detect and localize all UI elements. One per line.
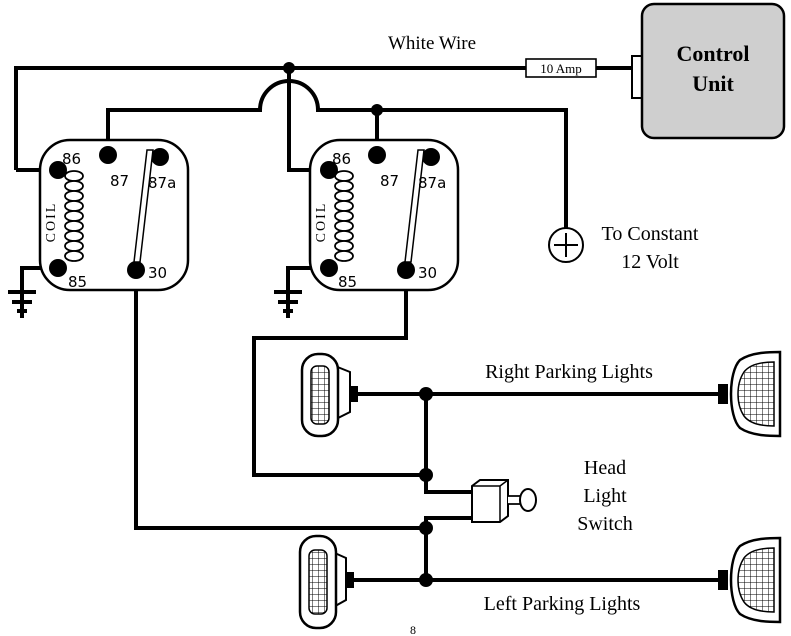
relay-right-armature — [404, 149, 425, 263]
left-relay-30-wire — [134, 270, 426, 530]
relay-left-pin85: 85 — [68, 273, 87, 291]
relay-right-pin30-terminal — [397, 261, 415, 279]
switch-label-3: Switch — [577, 513, 633, 535]
relay-left-pin30: 30 — [148, 264, 167, 282]
white-wire — [14, 66, 526, 170]
control-unit: Control Unit — [631, 2, 786, 140]
relay-87-feed — [106, 79, 568, 230]
control-unit-box — [640, 2, 786, 140]
control-unit-label-1: Control — [677, 41, 750, 66]
constant-12v-terminal: To Constant 12 Volt — [548, 223, 699, 273]
right-parking-lights-label: Right Parking Lights — [485, 361, 653, 383]
relay-right-coil-label: COIL — [314, 202, 329, 243]
right-rear-parking-light — [718, 350, 782, 438]
switch-label-2: Light — [583, 485, 627, 507]
relay-right-coil: COIL — [314, 170, 354, 262]
control-unit-label-2: Unit — [692, 71, 734, 96]
page-number: 8 — [410, 623, 416, 636]
switch-label-1: Head — [584, 457, 626, 479]
right-relay-30-wire — [252, 270, 426, 477]
relay-left-pin87-terminal — [99, 146, 117, 164]
relay-right-pin86-terminal — [320, 161, 338, 179]
left-parking-lights-label: Left Parking Lights — [484, 593, 641, 615]
relay-left: COIL 86 87 87a 85 30 — [38, 138, 190, 292]
relay-left-pin86: 86 — [62, 150, 81, 168]
left-front-parking-light — [298, 534, 354, 630]
relay-left-armature — [133, 149, 154, 263]
junction-dots — [283, 62, 433, 587]
fuse: 10 Amp — [525, 58, 597, 78]
constant-label-2: 12 Volt — [621, 251, 679, 273]
relay-right-pin30: 30 — [418, 264, 437, 282]
relay-left-coil: COIL — [44, 170, 84, 264]
relay-right-pin86: 86 — [332, 150, 351, 168]
relay-left-pin87: 87 — [110, 172, 129, 190]
right-front-parking-light — [300, 352, 358, 438]
head-light-switch — [471, 479, 537, 523]
white-wire-label: White Wire — [388, 33, 476, 54]
relay-right-pin85: 85 — [338, 273, 357, 291]
relay-left-pin30-terminal — [127, 261, 145, 279]
relay-right-pin87a: 87a — [418, 174, 446, 192]
relay-left-pin85-terminal — [49, 259, 67, 277]
relay-left-coil-label: COIL — [44, 202, 59, 243]
switch-knob — [519, 488, 537, 512]
relay-right-pin85-terminal — [320, 259, 338, 277]
fuse-label: 10 Amp — [540, 61, 582, 76]
relay-right-pin87a-terminal — [422, 148, 440, 166]
constant-label-1: To Constant — [602, 223, 699, 245]
relay-right-pin87: 87 — [380, 172, 399, 190]
relay-right: COIL 86 87 87a 85 30 — [308, 138, 460, 292]
relay-left-pin87a-terminal — [151, 148, 169, 166]
relay-left-pin86-terminal — [49, 161, 67, 179]
left-rear-parking-light — [718, 536, 782, 624]
relay-left-pin87a: 87a — [148, 174, 176, 192]
relay-right-pin87-terminal — [368, 146, 386, 164]
